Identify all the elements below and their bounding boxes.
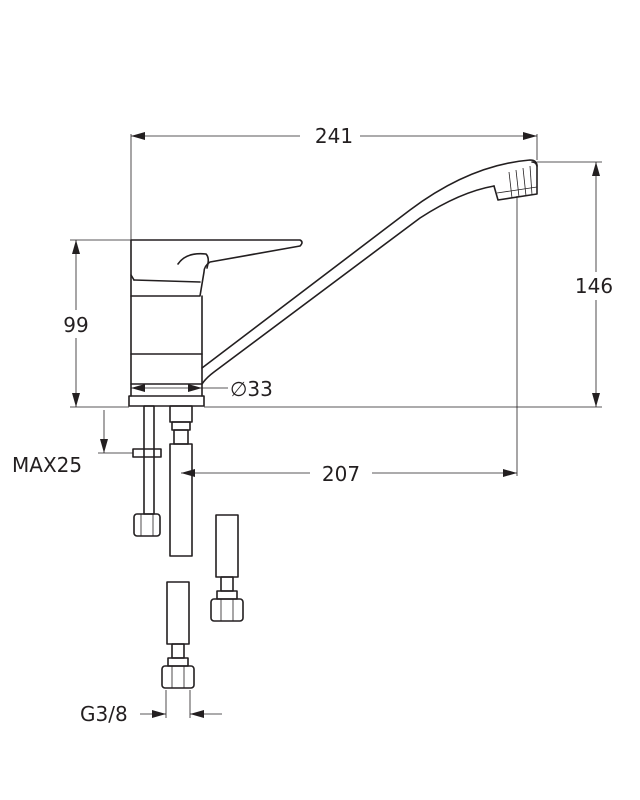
hose-nut-g38 — [161, 665, 195, 689]
faucet-body — [128, 239, 303, 407]
lower-hose — [161, 581, 195, 689]
dim-label-241: 241 — [315, 124, 353, 148]
lever-inner-curve — [177, 252, 210, 269]
mounting-nut — [133, 513, 161, 537]
aerator — [493, 161, 538, 201]
body-cylinder — [130, 295, 203, 385]
dim-label-g38: G3/8 — [80, 702, 128, 726]
spout — [201, 159, 538, 385]
dim-label-146: 146 — [575, 274, 613, 298]
dim-base-diameter: ∅33 — [131, 377, 273, 401]
dim-label-33: ∅33 — [230, 377, 273, 401]
hose-nut — [210, 598, 244, 622]
dim-label-max25: MAX25 — [12, 453, 82, 477]
dim-total-height: 146 — [204, 161, 613, 408]
dim-label-99: 99 — [63, 313, 88, 337]
base-ring — [128, 395, 205, 407]
center-hose — [169, 405, 193, 557]
dim-label-207: 207 — [322, 462, 360, 486]
dim-body-height: 99 — [63, 239, 131, 408]
lever-handle — [130, 239, 303, 297]
dim-thread: G3/8 — [80, 690, 222, 726]
dim-max-thickness: MAX25 — [12, 410, 133, 477]
right-hose — [210, 514, 244, 622]
dim-total-length: 241 — [130, 124, 538, 240]
mounting-rod — [132, 405, 162, 537]
dim-spout-reach: 207 — [181, 196, 518, 486]
